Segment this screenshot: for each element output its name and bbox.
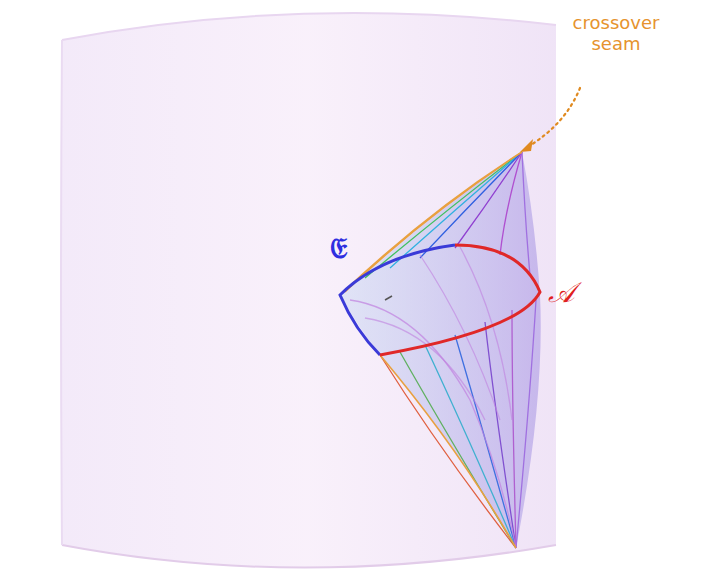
cylinder-top-rim (62, 13, 556, 40)
region-label: 𝔈 (330, 232, 370, 266)
small-arrow (385, 296, 392, 300)
callout-arrowhead (520, 139, 533, 152)
cylinder-edge (61, 40, 62, 545)
callout-label: crossover seam (566, 12, 666, 54)
cylinder-bottom-rim (62, 545, 556, 568)
lightsheet-edge (380, 355, 516, 548)
region-a-curve (380, 245, 540, 355)
callout-leader (526, 88, 580, 148)
region-e-curve (340, 245, 455, 355)
entanglement-wedge (340, 152, 541, 548)
region-label: 𝒜 (548, 276, 588, 310)
bulk-cylinder (61, 13, 556, 568)
